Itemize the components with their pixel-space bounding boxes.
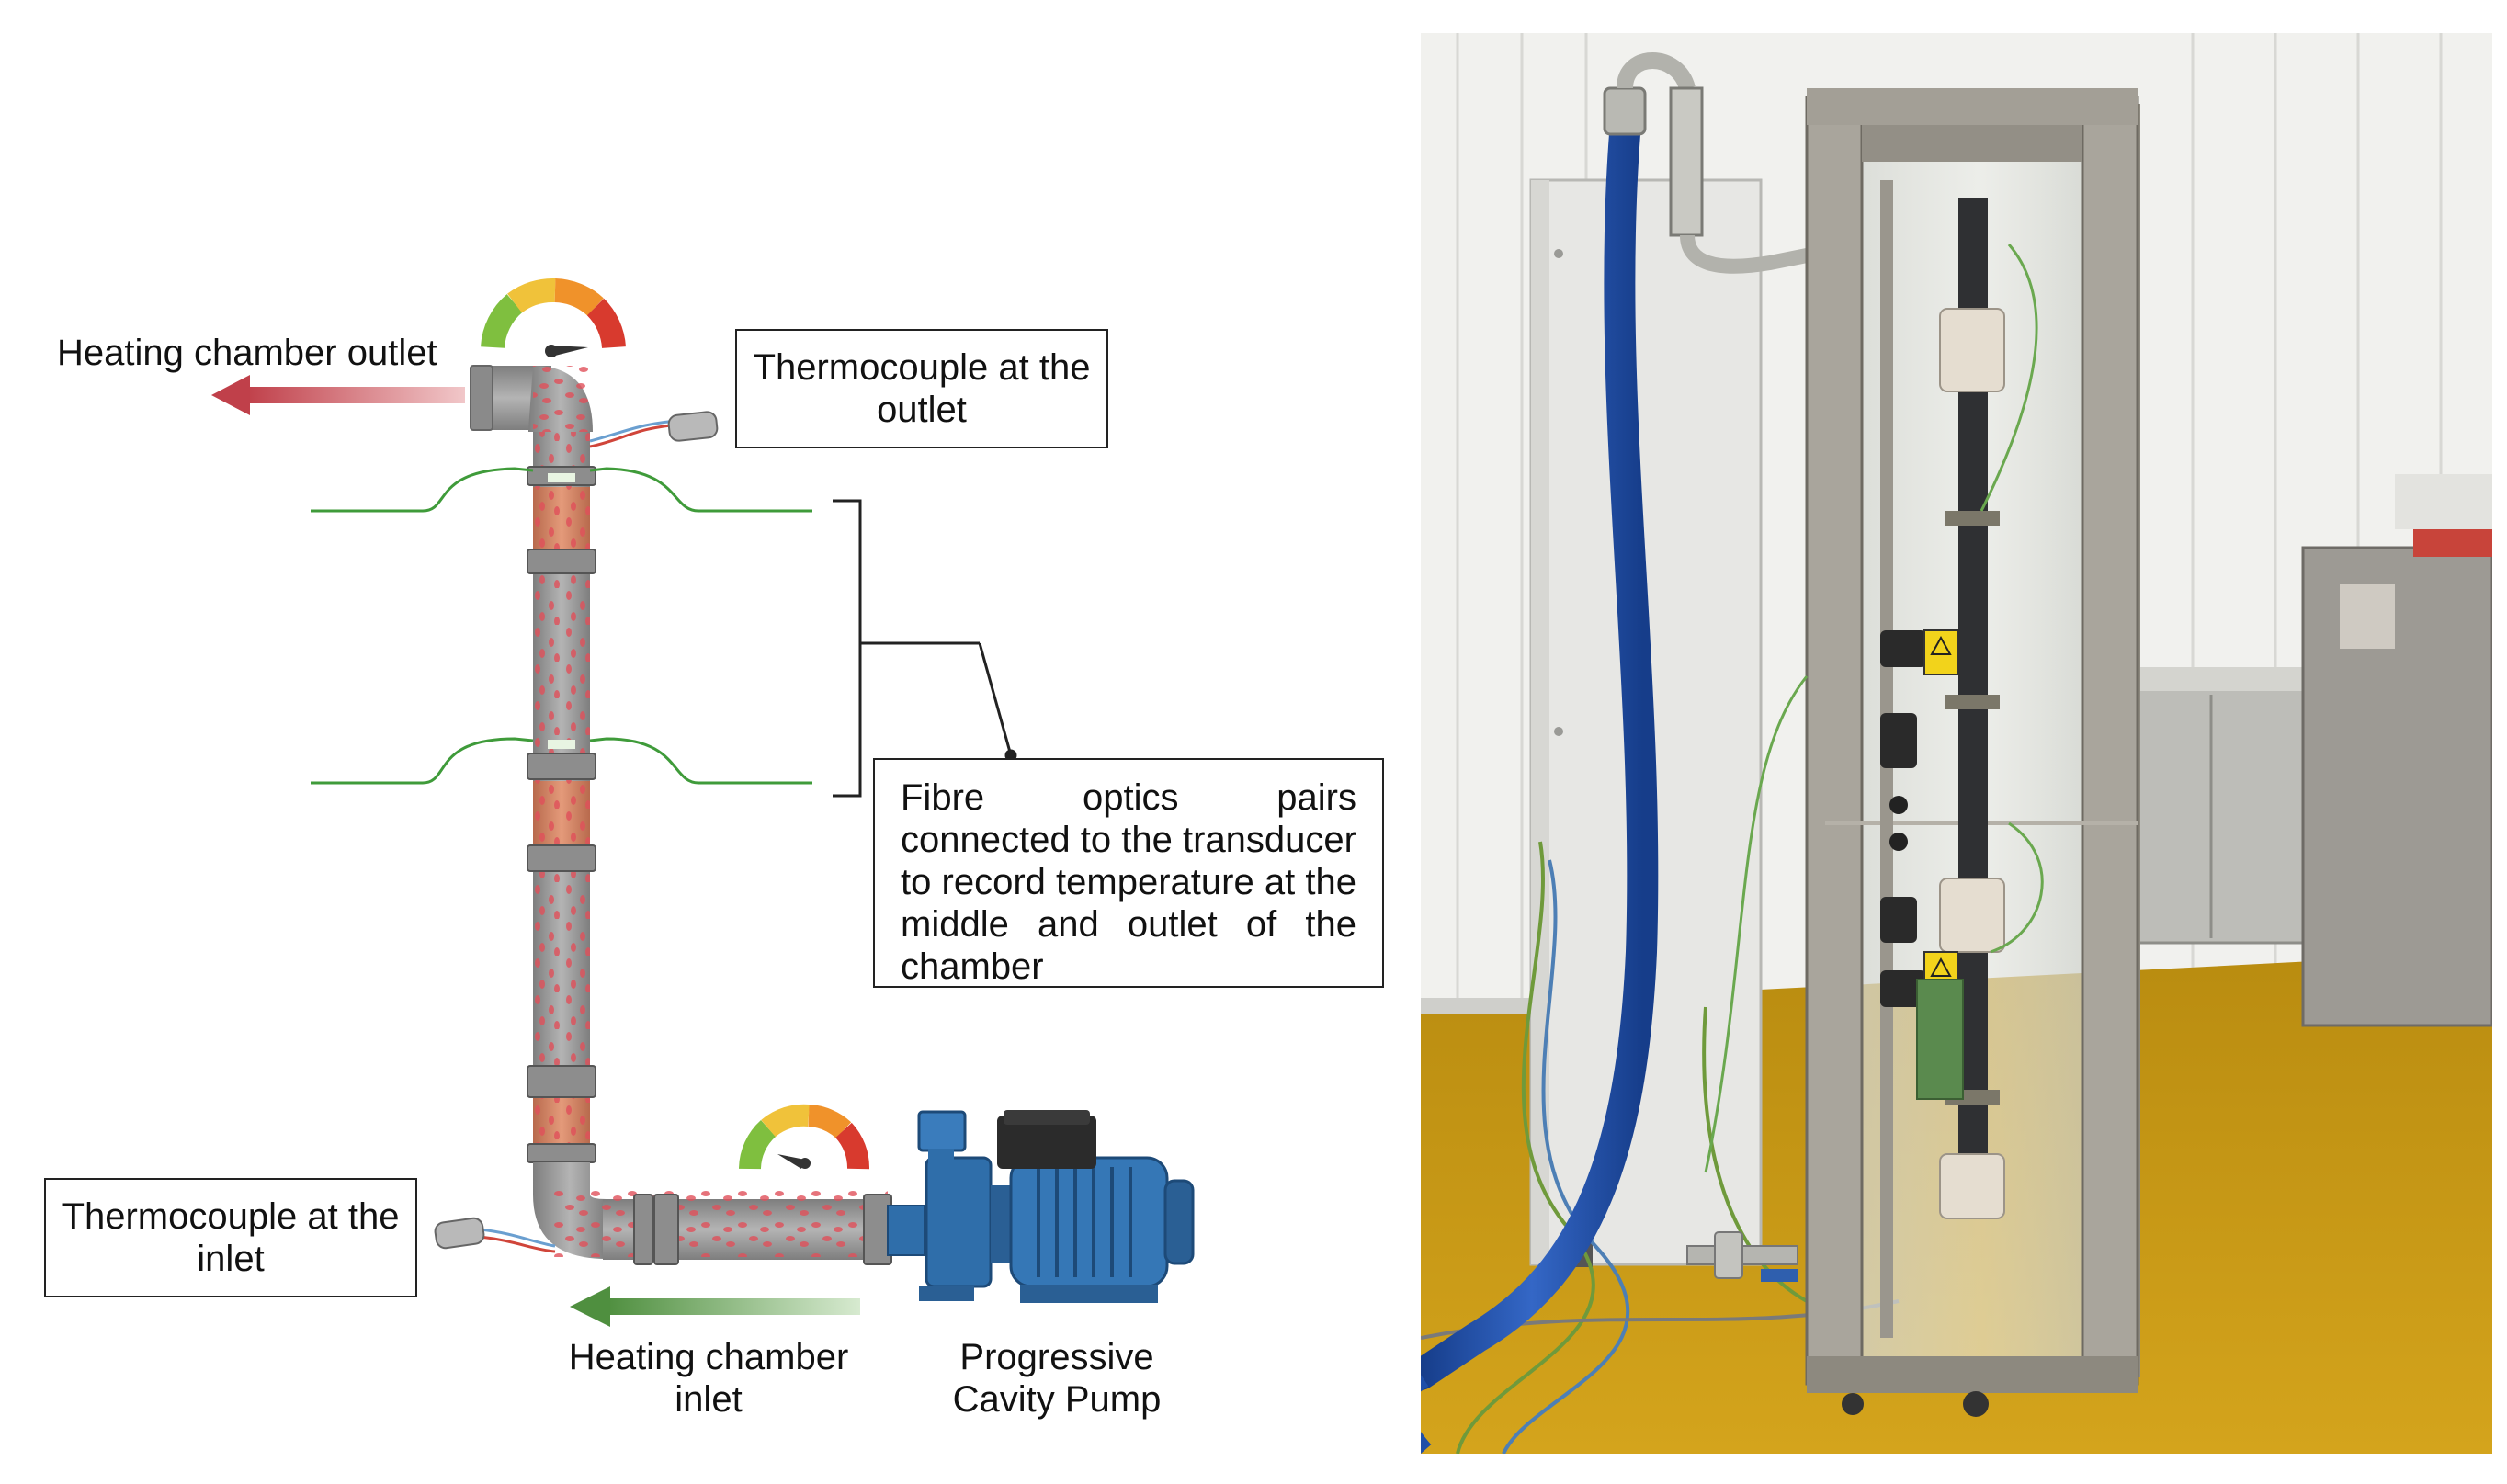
pump-icon — [887, 1110, 1195, 1303]
thermocouple-inlet-box: Thermocouple at the inlet — [44, 1178, 417, 1297]
fibre-optics-box: Fibre optics pairs connected to the tran… — [873, 758, 1384, 988]
outlet-flow-arrow — [211, 375, 465, 415]
background-equipment — [2096, 474, 2492, 1027]
temperature-gauge-icon — [481, 278, 626, 357]
photo-illustration — [1421, 33, 2492, 1454]
treatment-frame — [1704, 88, 2140, 1417]
inlet-label: Heating chamber inlet — [568, 1337, 849, 1420]
fibre-optic-cables — [311, 467, 812, 785]
equipment-photo — [1421, 33, 2492, 1454]
inlet-flow-arrow — [570, 1286, 860, 1327]
inlet-valve — [1686, 1231, 1798, 1282]
thermocouple-probe-icon — [589, 411, 719, 448]
diagram-drawing — [211, 278, 1195, 1327]
top-piping — [1603, 52, 1836, 274]
blue-hose — [1421, 119, 1659, 1390]
outlet-elbow-pipe — [470, 365, 593, 432]
pump-label: Progressive Cavity Pump — [952, 1337, 1162, 1420]
heating-chamber-pipe — [527, 432, 596, 1176]
thermocouple-probe-icon — [434, 1217, 556, 1253]
heating-chamber-diagram: Heating chamber outlet Thermocouple at t… — [44, 278, 1384, 1420]
thermocouple-outlet-box: Thermocouple at the outlet — [735, 329, 1108, 448]
fibre-optics-bracket — [833, 499, 1017, 798]
inlet-pipe — [533, 1162, 892, 1265]
outlet-label: Heating chamber outlet — [57, 333, 437, 373]
temperature-gauge-icon — [739, 1104, 869, 1170]
